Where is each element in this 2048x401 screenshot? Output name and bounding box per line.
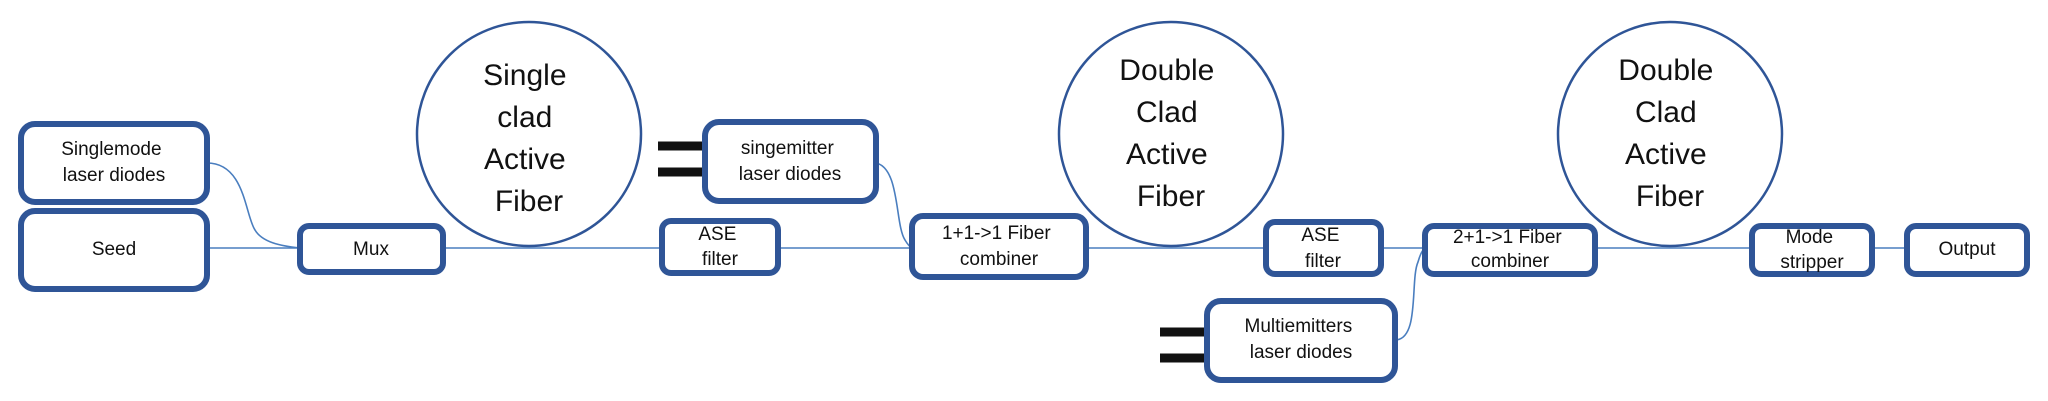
fiber-combiner-label-2: 2+1->1 Fiber combiner [1453,227,1567,272]
single-clad-active-fiber-label: Single clad Active Fiber [483,59,575,218]
singemitter-laser-diodes-box [702,119,879,204]
seed-box [18,208,210,292]
singlemode-laser-diodes-box [18,121,210,205]
double-clad-active-fiber-circle-1 [1057,20,1285,248]
ase-filter-label-2: ASE filter [1301,225,1344,272]
double-clad-active-fiber-circle-2 [1556,20,1784,248]
fiber-combiner-box-1 [909,213,1089,280]
double-clad-active-fiber-label-2: Double Clad Active Fiber [1618,54,1721,213]
pump-bars-multiemitter [1160,327,1205,363]
singemitter-laser-diodes-label: singemitter laser diodes [739,138,841,185]
ase-filter-box-1 [659,218,781,276]
pump-bars-singemitter [658,141,703,177]
multiemitters-laser-diodes-label: Multiemitters laser diodes [1245,316,1358,363]
singlemode-laser-diodes-label: Singlemode laser diodes [61,139,167,186]
mode-stripper-box [1749,223,1875,277]
single-clad-active-fiber-circle [415,20,643,248]
ase-filter-box-2 [1263,219,1384,277]
double-clad-active-fiber-label-1: Double Clad Active Fiber [1119,54,1222,213]
mux-box [297,223,446,275]
line-singlemode-to-mux [206,162,301,249]
fiber-combiner-label-1: 1+1->1 Fiber combiner [942,223,1056,270]
line-singemitter-to-combiner1 [875,162,913,249]
fiber-connections [206,162,1907,341]
multiemitters-laser-diodes-box [1204,298,1398,383]
mode-stripper-label: Mode stripper [1780,227,1844,273]
fiber-combiner-box-2 [1422,223,1598,277]
ase-filter-label-1: ASE filter [698,224,741,270]
output-label: Output [1938,239,1996,260]
seed-label: Seed [92,239,136,260]
output-box [1904,223,2030,277]
line-multiemitter-to-combiner2 [1394,247,1426,341]
mux-label: Mux [353,239,389,260]
